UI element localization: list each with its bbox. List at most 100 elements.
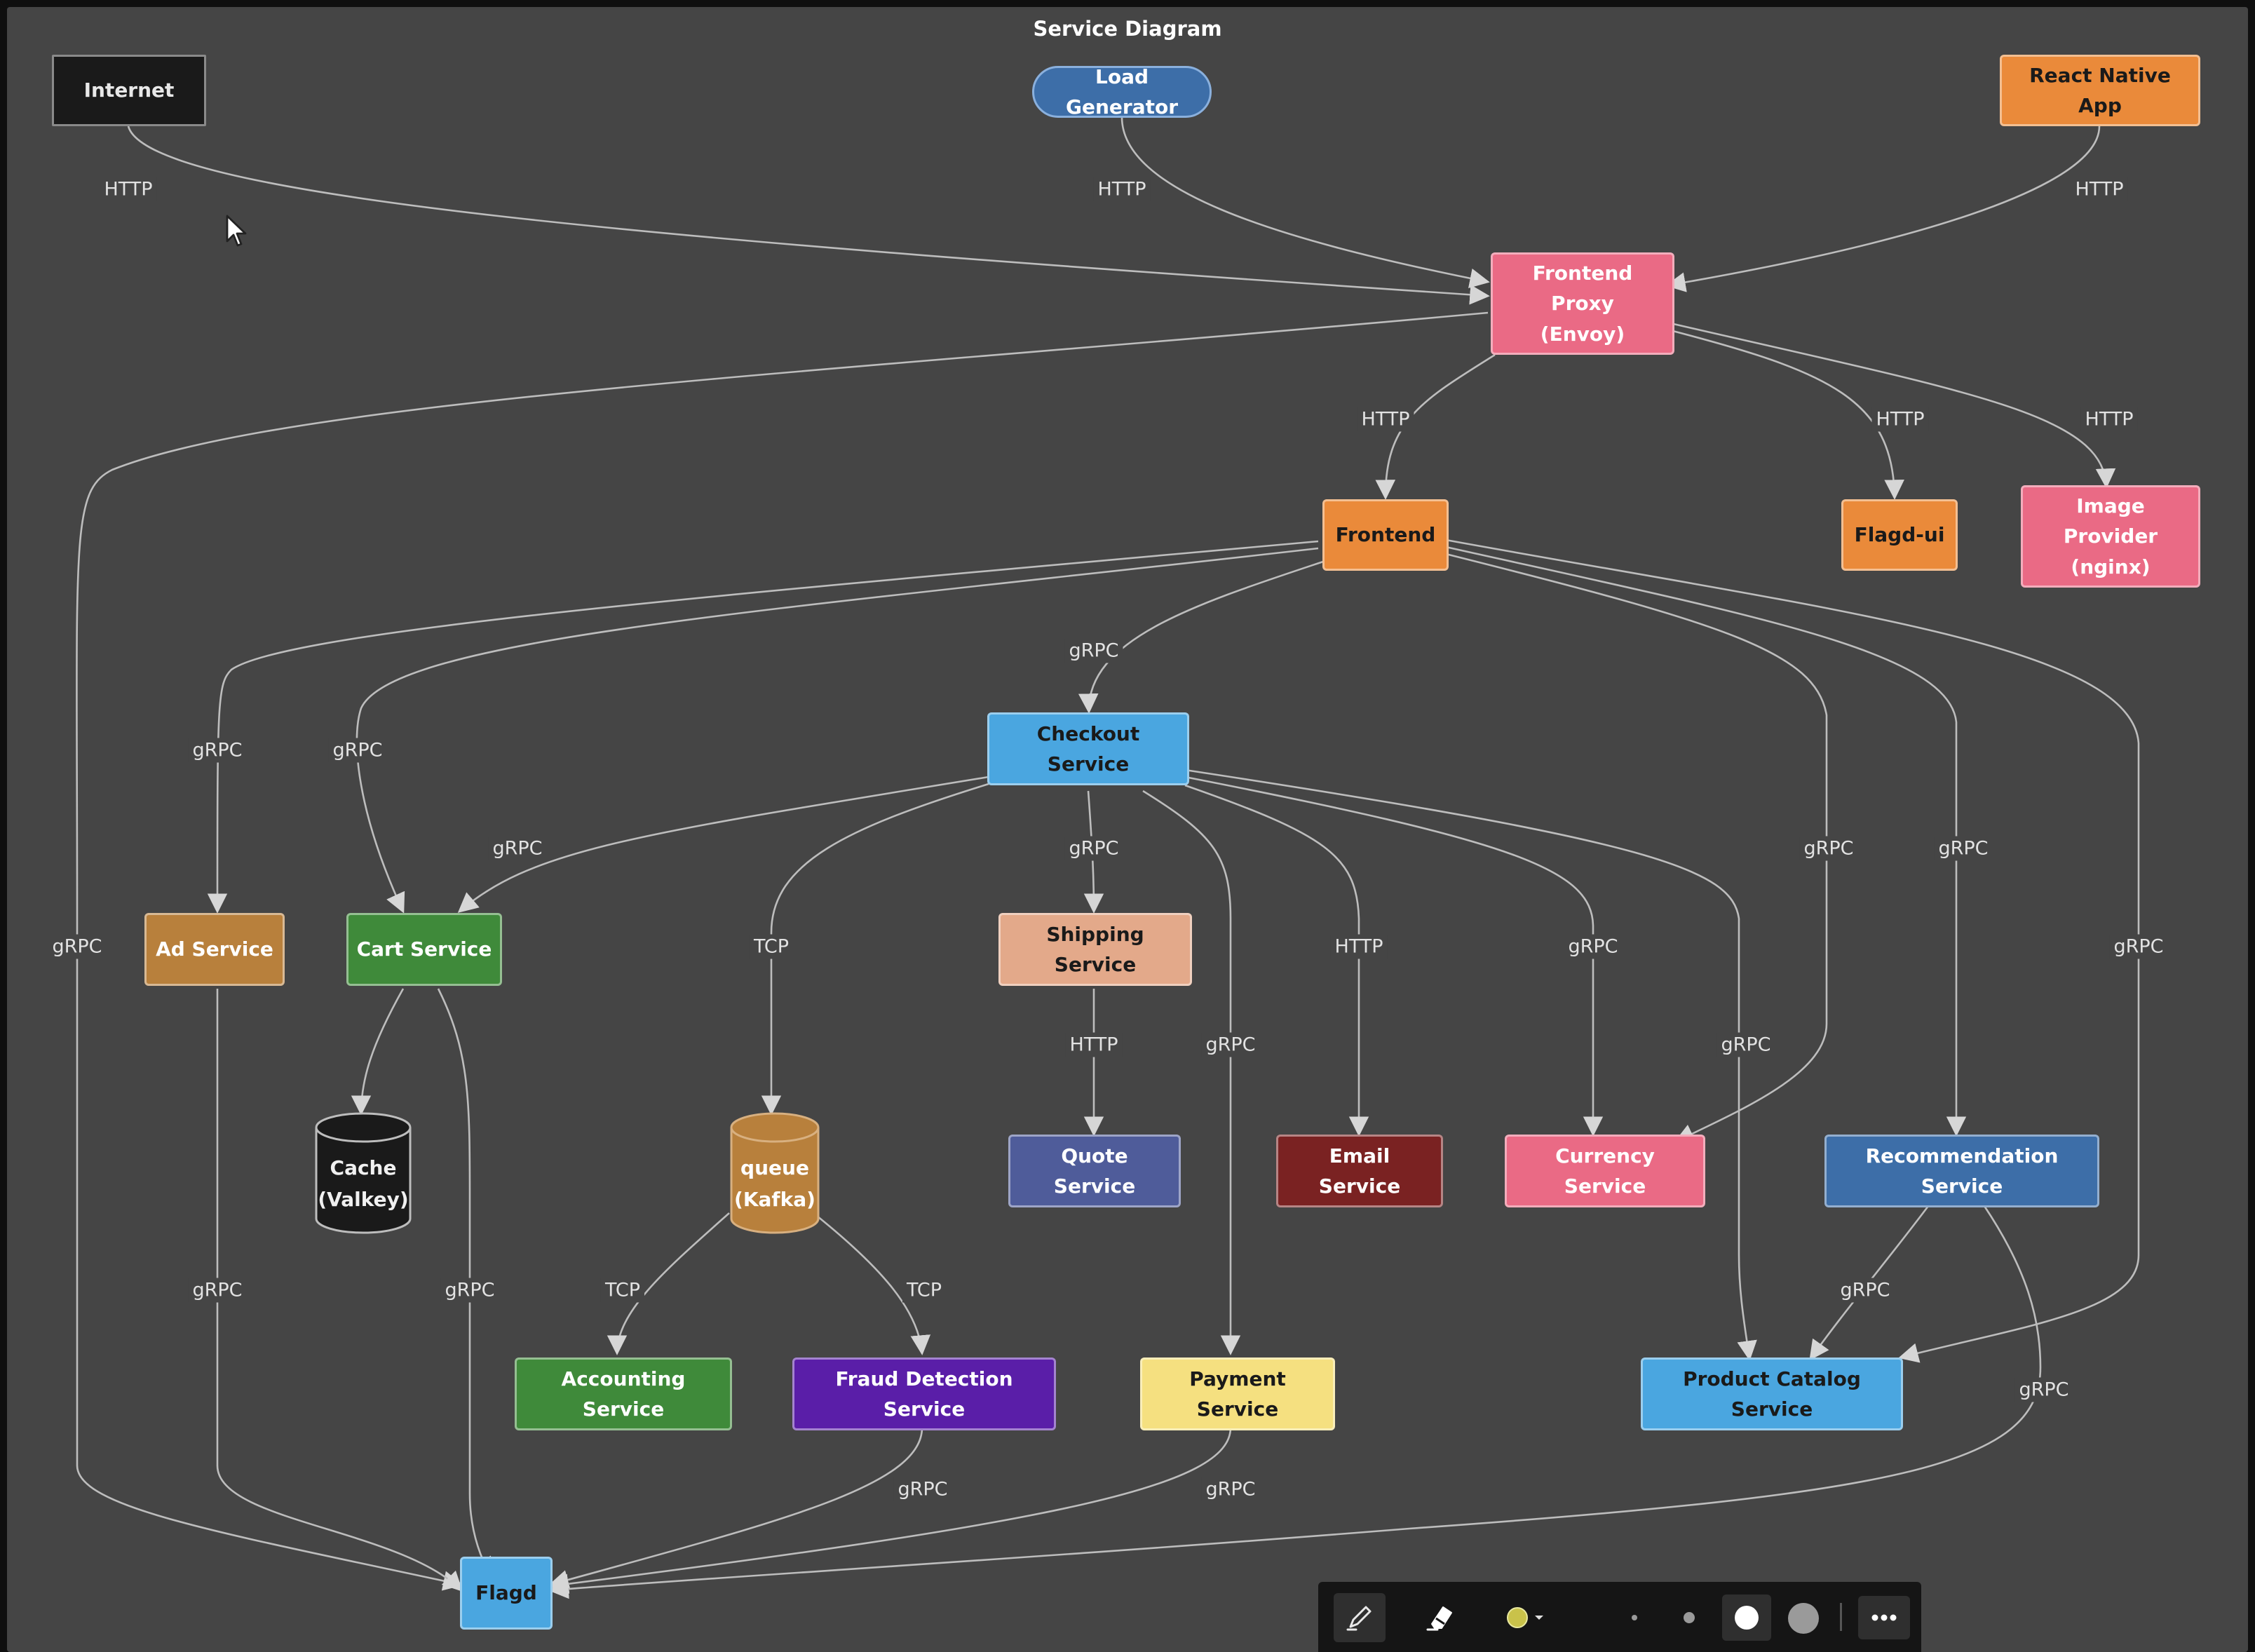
edge-fraud-flagd <box>548 1427 923 1590</box>
edge-frontend-recommendation <box>1445 546 1967 1137</box>
node-currency-service[interactable]: Currency Service <box>1505 1135 1705 1207</box>
node-internet[interactable]: Internet <box>52 55 206 126</box>
cylinder-shape-cache <box>315 1112 412 1234</box>
edge-payment-flagd <box>548 1427 1232 1594</box>
edge-frontend-checkout <box>1078 560 1326 714</box>
edge-frontend-cartservice <box>355 547 1319 914</box>
queue-label: queue (Kafka) <box>734 1156 815 1211</box>
edge-label-frontend-recommendation: gRPC <box>1934 836 1993 861</box>
node-react-native-app[interactable]: React Native App <box>2000 55 2200 126</box>
node-flagd-ui[interactable]: Flagd-ui <box>1841 499 1958 571</box>
edge-recommendation-flagd <box>548 1205 2042 1599</box>
pointer-arrow-icon <box>226 215 247 247</box>
more-icon <box>1871 1614 1897 1621</box>
node-product-catalog-service[interactable]: Product Catalog Service <box>1641 1358 1903 1430</box>
edge-label-cart-flagd: gRPC <box>440 1278 499 1303</box>
node-email-service[interactable]: Email Service <box>1276 1135 1443 1207</box>
edge-label-proxy-imageprovider: HTTP <box>2080 407 2138 432</box>
edge-reactnative-proxy <box>1665 126 2101 292</box>
edge-label-shipping-quote: HTTP <box>1065 1032 1123 1057</box>
edge-checkout-cart <box>457 776 989 913</box>
node-accounting-service[interactable]: Accounting Service <box>515 1358 732 1430</box>
edge-internet-proxy <box>127 126 1490 305</box>
edge-label-queue-fraud: TCP <box>902 1278 947 1303</box>
node-checkout-service[interactable]: Checkout Service <box>987 712 1189 785</box>
node-flagd[interactable]: Flagd <box>460 1557 553 1630</box>
edge-cart-flagd <box>437 988 492 1578</box>
edge-frontend-productcatalog <box>1445 539 2140 1363</box>
eraser-tool-button[interactable] <box>1414 1593 1465 1642</box>
pen-icon <box>1346 1606 1372 1631</box>
drawing-toolbar <box>1318 1582 1921 1652</box>
edge-label-queue-accounting: TCP <box>600 1278 645 1303</box>
edge-ad-flagd <box>216 989 463 1592</box>
node-frontend-proxy[interactable]: Frontend Proxy (Envoy) <box>1491 252 1674 355</box>
edge-loadgen-proxy <box>1120 116 1490 289</box>
node-cart-service[interactable]: Cart Service <box>346 913 502 986</box>
eraser-icon <box>1426 1606 1452 1631</box>
stroke-size-1-button[interactable] <box>1618 1602 1651 1634</box>
edge-label-internet-proxy: HTTP <box>100 177 157 202</box>
edge-label-recommendation-flagd: gRPC <box>2014 1377 2073 1402</box>
node-queue[interactable]: queue (Kafka) <box>729 1112 820 1235</box>
edge-checkout-productcatalog <box>1184 769 1757 1361</box>
color-picker-button[interactable] <box>1494 1593 1557 1642</box>
edge-label-frontend-adservice: gRPC <box>188 738 247 763</box>
edge-frontend-currency <box>1445 553 1828 1143</box>
edge-proxy-flagd <box>76 311 1489 1591</box>
stroke-size-4-button[interactable] <box>1782 1597 1824 1639</box>
edge-queue-accounting <box>607 1212 730 1355</box>
edge-label-checkout-cart: gRPC <box>488 836 547 861</box>
edge-checkout-queue <box>761 783 989 1116</box>
edge-label-frontend-currency: gRPC <box>1799 836 1858 861</box>
edge-label-payment-flagd: gRPC <box>1201 1477 1260 1502</box>
stroke-size-1-icon <box>1632 1615 1637 1620</box>
node-cache[interactable]: Cache (Valkey) <box>314 1112 412 1235</box>
node-payment-service[interactable]: Payment Service <box>1140 1358 1335 1430</box>
node-frontend[interactable]: Frontend <box>1322 499 1449 571</box>
edge-label-ad-flagd: gRPC <box>188 1278 247 1303</box>
stroke-size-3-button[interactable] <box>1722 1595 1771 1641</box>
edge-label-checkout-email: HTTP <box>1330 934 1388 959</box>
edge-frontend-adservice <box>207 540 1319 914</box>
edge-label-checkout-payment: gRPC <box>1201 1032 1260 1057</box>
node-quote-service[interactable]: Quote Service <box>1008 1135 1181 1207</box>
diagram-canvas[interactable]: Service Diagram <box>7 7 2248 1652</box>
edge-label-frontend-checkout: gRPC <box>1064 638 1123 663</box>
edges-layer <box>76 116 2140 1599</box>
edge-label-proxy-flagd: gRPC <box>48 934 107 959</box>
node-image-provider[interactable]: Image Provider (nginx) <box>2021 485 2200 588</box>
node-load-generator[interactable]: Load Generator <box>1032 65 1212 119</box>
stroke-size-3-icon <box>1735 1606 1759 1630</box>
more-options-button[interactable] <box>1858 1596 1910 1639</box>
stroke-size-2-icon <box>1684 1612 1695 1623</box>
node-fraud-detection-service[interactable]: Fraud Detection Service <box>792 1358 1056 1430</box>
edge-label-checkout-currency: gRPC <box>1564 934 1623 959</box>
stroke-size-2-button[interactable] <box>1673 1602 1705 1634</box>
edge-checkout-currency <box>1184 776 1604 1137</box>
cache-label: Cache (Valkey) <box>318 1156 409 1211</box>
edge-label-reactnative-proxy: HTTP <box>2071 177 2128 202</box>
edge-checkout-email <box>1184 784 1369 1137</box>
edge-label-checkout-shipping: gRPC <box>1064 836 1123 861</box>
node-shipping-service[interactable]: Shipping Service <box>998 913 1192 986</box>
cylinder-shape-queue <box>730 1112 820 1234</box>
color-swatch-icon <box>1507 1607 1528 1628</box>
node-ad-service[interactable]: Ad Service <box>144 913 285 986</box>
edge-label-checkout-productcatalog: gRPC <box>1716 1032 1775 1057</box>
edge-cart-cache <box>351 988 405 1116</box>
edge-label-proxy-flagdui: HTTP <box>1871 407 1929 432</box>
stroke-size-4-icon <box>1788 1603 1819 1634</box>
pen-tool-button[interactable] <box>1334 1593 1386 1642</box>
node-recommendation-service[interactable]: Recommendation Service <box>1824 1135 2099 1207</box>
toolbar-divider <box>1840 1603 1842 1631</box>
edge-label-frontend-cartservice: gRPC <box>328 738 387 763</box>
diagram-title: Service Diagram <box>1033 17 1222 41</box>
edge-label-loadgen-proxy: HTTP <box>1093 177 1151 202</box>
edge-label-proxy-frontend: HTTP <box>1357 407 1414 432</box>
edge-queue-fraud <box>813 1212 931 1355</box>
edge-label-frontend-productcatalog: gRPC <box>2109 934 2168 959</box>
edge-proxy-imageprovider <box>1667 321 2116 489</box>
edge-label-checkout-queue: TCP <box>749 934 794 959</box>
edge-label-recommendation-productcatalog: gRPC <box>1836 1278 1895 1303</box>
